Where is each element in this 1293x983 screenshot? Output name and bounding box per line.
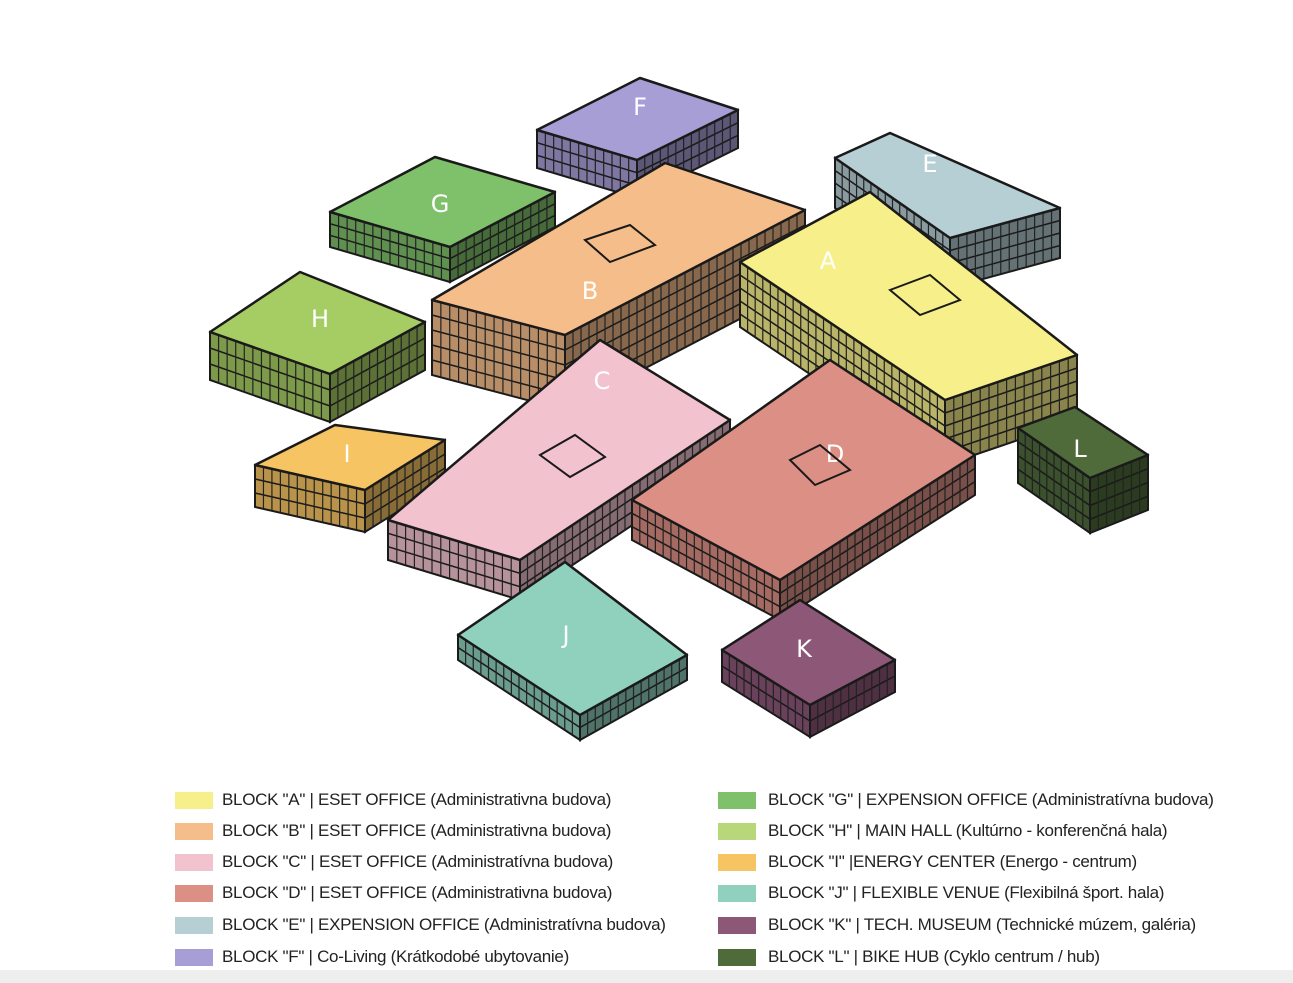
legend-item: BLOCK "E" | EXPENSION OFFICE (Administra… <box>175 915 666 935</box>
legend-label: BLOCK "G" | EXPENSION OFFICE (Administra… <box>768 790 1214 809</box>
floor-line <box>449 214 556 271</box>
block-j: J <box>456 560 689 742</box>
legend-label: BLOCK "B" | ESET OFFICE (Administrativna… <box>222 821 612 840</box>
floor-line <box>1089 495 1149 520</box>
block-label: J <box>560 621 569 649</box>
legend-item: BLOCK "H" | MAIN HALL (Kultúrno - konfer… <box>718 821 1168 841</box>
floor-line <box>1089 481 1149 507</box>
legend-item: BLOCK "J" | FLEXIBLE VENUE (Flexibilná š… <box>718 883 1164 903</box>
block-d: D <box>630 358 977 622</box>
floor-line <box>431 329 566 366</box>
floor-line <box>254 478 366 505</box>
floor-line <box>449 203 556 260</box>
legend-swatch <box>175 791 213 809</box>
legend-label: BLOCK "I" |ENERGY CENTER (Energo - centr… <box>768 852 1137 871</box>
legend-swatch <box>175 916 213 934</box>
block-roof <box>535 76 740 162</box>
block-g: G <box>328 155 557 284</box>
floor-line <box>431 314 566 351</box>
block-roof <box>456 560 689 717</box>
floor-line <box>944 393 1078 440</box>
legend-label: BLOCK "E" | EXPENSION OFFICE (Administra… <box>222 915 666 934</box>
floor-line <box>631 512 781 594</box>
block-h: H <box>208 270 427 424</box>
floor-line <box>739 287 946 427</box>
legend-swatch <box>175 853 213 871</box>
floor-line <box>1089 468 1149 493</box>
roof-skylight <box>538 433 607 479</box>
legend-label: BLOCK "K" | TECH. MUSEUM (Technické múze… <box>768 915 1196 934</box>
legend-item: BLOCK "K" | TECH. MUSEUM (Technické múze… <box>718 915 1196 935</box>
legend-swatch <box>718 948 756 966</box>
floor-line <box>387 545 521 588</box>
legend-item: BLOCK "A" | ESET OFFICE (Administrativna… <box>175 790 611 810</box>
floor-line <box>739 274 946 414</box>
block-label: E <box>922 150 937 178</box>
legend-label: BLOCK "J" | FLEXIBLE VENUE (Flexibilná š… <box>768 883 1165 902</box>
legend-label: BLOCK "D" | ESET OFFICE (Administrativna… <box>222 883 613 902</box>
block-roof <box>430 161 807 337</box>
floor-line <box>636 121 739 174</box>
legend-swatch <box>718 916 756 934</box>
legend-item: BLOCK "L" | BIKE HUB (Cyklo centrum / hu… <box>718 947 1100 967</box>
block-label: C <box>594 367 611 395</box>
legend-label: BLOCK "H" | MAIN HALL (Kultúrno - konfer… <box>768 821 1168 840</box>
block-k: K <box>720 598 897 739</box>
block-label: L <box>1073 435 1087 463</box>
legend-swatch <box>175 822 213 840</box>
block-i: I <box>253 423 447 534</box>
block-roof <box>1016 405 1150 480</box>
legend-swatch <box>718 853 756 871</box>
legend-item: BLOCK "B" | ESET OFFICE (Administrativna… <box>175 821 611 841</box>
block-label: B <box>582 277 598 305</box>
legend-item: BLOCK "C" | ESET OFFICE (Administratívna… <box>175 852 613 872</box>
roof-skylight <box>888 273 962 317</box>
floor-line <box>944 380 1078 427</box>
legend-item: BLOCK "F" | Co-Living (Krátkodobé ubytov… <box>175 947 569 967</box>
roof-skylight <box>788 443 852 487</box>
legend-label: BLOCK "C" | ESET OFFICE (Administratívna… <box>222 852 614 871</box>
block-roof <box>833 131 1062 240</box>
floor-line <box>949 232 1061 264</box>
block-roof <box>630 358 977 582</box>
block-l: L <box>1016 405 1150 535</box>
floor-line <box>809 675 896 722</box>
floor-line <box>254 492 366 519</box>
legend-item: BLOCK "G" | EXPENSION OFFICE (Administra… <box>718 790 1214 810</box>
block-label: F <box>633 93 647 121</box>
block-roof <box>738 190 1079 402</box>
block-roof <box>386 338 732 562</box>
block-roof <box>328 155 557 249</box>
legend-swatch <box>175 884 213 902</box>
legend-label: BLOCK "A" | ESET OFFICE (Administrativna… <box>222 790 612 809</box>
legend-swatch <box>718 884 756 902</box>
legend-label: BLOCK "F" | Co-Living (Krátkodobé ubytov… <box>222 947 569 966</box>
block-label: I <box>343 440 350 468</box>
roof-skylight <box>583 223 657 264</box>
site-block-diagram: F E G B A H I CD L J K <box>208 76 1150 742</box>
floor-line <box>631 526 781 608</box>
bottom-band <box>0 970 1293 983</box>
legend-swatch <box>718 822 756 840</box>
legend-label: BLOCK "L" | BIKE HUB (Cyklo centrum / hu… <box>768 947 1100 966</box>
block-label: A <box>820 247 837 275</box>
block-roof <box>208 270 427 376</box>
block-roof <box>253 423 447 492</box>
block-c: C <box>386 338 732 602</box>
legend-item: BLOCK "I" |ENERGY CENTER (Energo - centr… <box>718 852 1137 872</box>
legend-item: BLOCK "D" | ESET OFFICE (Administrativna… <box>175 883 612 903</box>
block-roof <box>720 598 897 707</box>
block-label: H <box>311 305 329 333</box>
legend-swatch <box>175 948 213 966</box>
floor-line <box>949 219 1061 252</box>
legend-swatch <box>718 791 756 809</box>
block-label: K <box>796 635 813 663</box>
floor-line <box>387 532 521 575</box>
floor-line <box>944 367 1078 414</box>
floor-line <box>431 344 566 381</box>
block-label: G <box>431 190 450 218</box>
